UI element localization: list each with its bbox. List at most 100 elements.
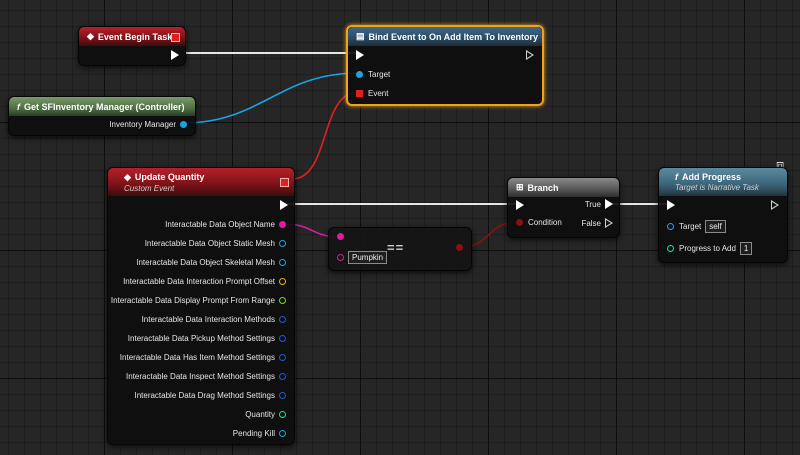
object-input-pin[interactable] [667, 223, 674, 230]
name-input-pin[interactable] [337, 254, 344, 261]
exec-output-pin[interactable] [280, 200, 288, 210]
pin-label: Interactable Data Interaction Prompt Off… [123, 277, 275, 286]
pin-label: Inventory Manager [109, 120, 176, 129]
integer-input-pin[interactable] [667, 245, 674, 252]
exec-output-row [771, 200, 779, 210]
target-literal-input[interactable]: self [705, 220, 726, 233]
exec-output-row [280, 200, 288, 210]
exec-output-row [171, 50, 179, 60]
pin-label: Quantity [245, 410, 275, 419]
node-header[interactable]: ⊞ Branch [508, 178, 619, 197]
struct-output-pin[interactable] [279, 373, 286, 380]
object-output-pin[interactable] [279, 240, 286, 247]
exec-true-pin[interactable] [605, 199, 613, 209]
pin-label: Condition [528, 218, 562, 227]
inventory-manager-pin-row: Inventory Manager [109, 120, 187, 129]
equals-operator: == [387, 240, 405, 255]
bool-input-pin[interactable] [516, 219, 523, 226]
node-header[interactable]: ▤ Bind Event to On Add Item To Inventory [348, 27, 542, 46]
delegate-output-pin[interactable] [171, 32, 180, 42]
name-input-row-a [337, 233, 344, 240]
pin-label: Interactable Data Pickup Method Settings [127, 334, 275, 343]
pin-label: Progress to Add [679, 244, 736, 253]
object-output-pin[interactable] [180, 121, 187, 128]
pin-label: Target [679, 222, 702, 231]
node-header[interactable]: f Get SFInventory Manager (Controller) [9, 97, 195, 116]
node-title: Bind Event to On Add Item To Inventory [368, 31, 539, 42]
node-title: Event Begin Task [97, 31, 173, 42]
output-pin-row: Quantity [245, 410, 286, 419]
name-output-pin[interactable] [279, 221, 286, 228]
pin-label: Event [368, 89, 389, 98]
output-pin-row: Pending Kill [233, 429, 286, 438]
exec-input-pin[interactable] [516, 200, 524, 210]
output-pin-row: Interactable Data Display Prompt From Ra… [111, 296, 286, 305]
pin-label: Interactable Data Interaction Methods [141, 315, 275, 324]
exec-output-pin[interactable] [171, 50, 179, 60]
event-begin-task-node[interactable]: ◆ Event Begin Task [78, 26, 186, 66]
function-icon: ▤ [356, 31, 365, 41]
node-title: Get SFInventory Manager (Controller) [24, 101, 185, 112]
exec-input-pin[interactable] [667, 200, 675, 210]
target-pin-row: Target [356, 70, 390, 79]
struct-output-pin[interactable] [279, 354, 286, 361]
delegate-input-pin[interactable] [356, 90, 363, 97]
pin-label: Interactable Data Object Skeletal Mesh [136, 258, 275, 267]
node-header[interactable]: ◆ Event Begin Task [79, 27, 185, 46]
object-wire-manager-to-target [183, 72, 359, 124]
node-title: Add Progress [682, 172, 742, 182]
exec-output-pin[interactable] [771, 200, 779, 210]
object-output-pin[interactable] [279, 259, 286, 266]
pin-label: Pending Kill [232, 429, 275, 438]
exec-input-row [516, 200, 524, 210]
node-subtitle: Custom Event [124, 183, 175, 193]
pin-label: Target [368, 70, 391, 79]
pin-label: Interactable Data Inspect Method Setting… [126, 372, 275, 381]
object-input-pin[interactable] [356, 71, 363, 78]
name-input-row-b: Pumpkin [337, 251, 388, 264]
add-progress-node[interactable]: f Add Progress Target is Narrative Task … [658, 167, 788, 263]
branch-node[interactable]: ⊞ Branch True Condition False [507, 177, 620, 238]
exec-false-pin[interactable] [605, 218, 613, 228]
struct-output-pin[interactable] [279, 392, 286, 399]
output-pin-row: Interactable Data Interaction Methods [142, 315, 286, 324]
name-literal-input[interactable]: Pumpkin [348, 251, 388, 264]
output-pin-row: Interactable Data Pickup Method Settings [128, 334, 286, 343]
exec-input-row [667, 200, 675, 210]
event-diamond-icon: ◆ [124, 171, 131, 182]
bool-output-pin[interactable] [456, 244, 463, 251]
get-inventory-manager-node[interactable]: f Get SFInventory Manager (Controller) I… [8, 96, 196, 136]
exec-input-pin[interactable] [356, 50, 364, 60]
exec-output-pin[interactable] [526, 50, 534, 60]
output-pin-row: Interactable Data Object Name [165, 220, 286, 229]
output-pin-row: Interactable Data Drag Method Settings [134, 391, 286, 400]
name-input-pin[interactable] [337, 233, 344, 240]
true-pin-row: True [585, 199, 613, 209]
bind-event-node[interactable]: ▤ Bind Event to On Add Item To Inventory… [346, 25, 544, 106]
struct-output-pin[interactable] [279, 316, 286, 323]
false-pin-row: False [581, 218, 613, 228]
struct-output-pin[interactable] [279, 335, 286, 342]
pin-label: Interactable Data Object Name [165, 220, 275, 229]
node-subtitle: Target is Narrative Task [675, 183, 759, 192]
object-output-pin[interactable] [279, 430, 286, 437]
progress-literal-input[interactable]: 1 [739, 242, 753, 255]
node-header[interactable]: f Add Progress Target is Narrative Task [659, 168, 787, 196]
bool-output-row [456, 244, 463, 251]
event-diamond-icon: ◆ [87, 31, 94, 41]
pin-label: Interactable Data Object Static Mesh [144, 239, 275, 248]
event-pin-row: Event [356, 89, 388, 98]
cube-icon: ⧈ [776, 157, 785, 172]
output-pin-row: Interactable Data Interaction Prompt Off… [123, 277, 286, 286]
update-quantity-node[interactable]: ◆ Update Quantity Custom Event Interacta… [107, 167, 295, 445]
float-output-pin[interactable] [279, 297, 286, 304]
delegate-output-pin[interactable] [280, 178, 289, 187]
integer-output-pin[interactable] [279, 411, 286, 418]
vector-output-pin[interactable] [279, 278, 286, 285]
node-header[interactable]: ◆ Update Quantity Custom Event [108, 168, 294, 196]
output-pin-row: Interactable Data Object Static Mesh [145, 239, 286, 248]
equals-node[interactable]: == Pumpkin [328, 227, 472, 271]
node-title: Branch [527, 182, 559, 193]
pin-label: Interactable Data Display Prompt From Ra… [110, 296, 275, 305]
node-title: Update Quantity [134, 172, 205, 182]
